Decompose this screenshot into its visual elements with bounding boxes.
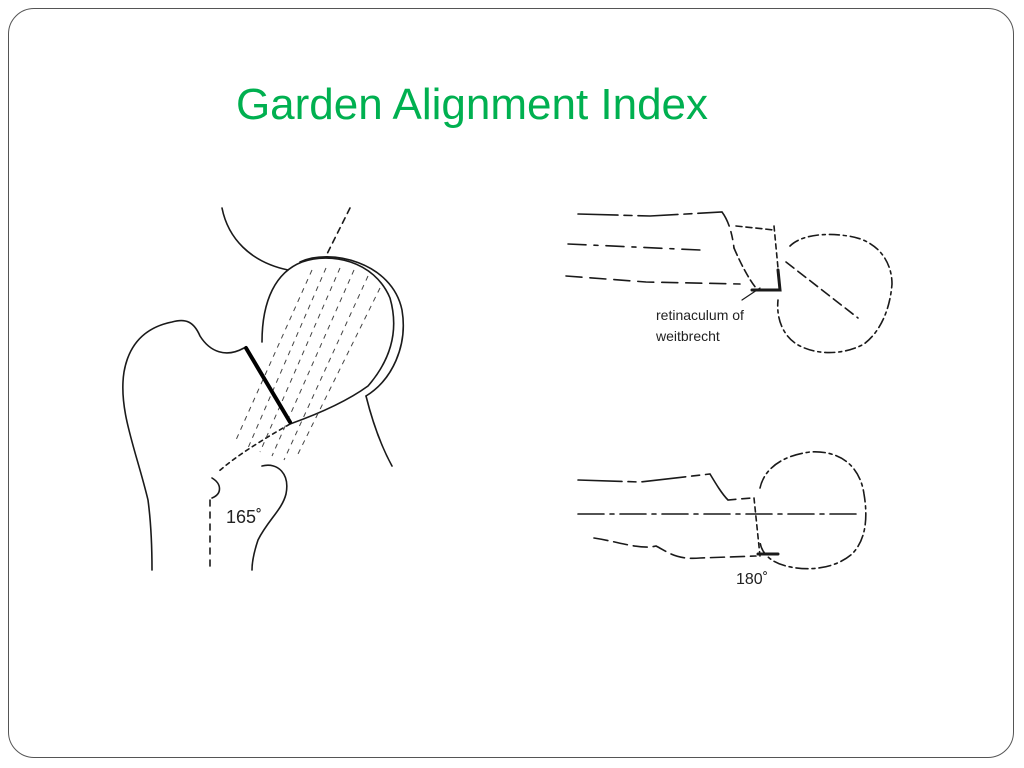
pelvis-outline (221, 207, 289, 271)
pelvis-dashed-line (325, 207, 351, 257)
upper-axis-dashed (567, 243, 701, 251)
greater-trochanter (122, 319, 245, 571)
femoral-neck-inferior (217, 423, 291, 473)
upper-neck-line-bottom (565, 275, 741, 285)
lower-angle-label: 180˚ (736, 571, 768, 588)
ischium-outline (365, 395, 393, 467)
medial-cortex-curve (211, 477, 221, 499)
trabecular-lines (235, 267, 381, 461)
upper-neck-line-top (577, 211, 735, 249)
lower-head-outline (759, 451, 867, 570)
femoral-head (261, 257, 395, 425)
retinaculum-label-line2: weitbrecht (655, 328, 720, 344)
slide-frame (8, 8, 1014, 758)
acetabular-rim (299, 256, 404, 397)
upper-fracture-top (735, 225, 775, 231)
fracture-line (244, 346, 292, 424)
upper-retinaculum-pointer (741, 287, 761, 301)
lower-neck-line-top (577, 473, 753, 501)
upper-fracture-right (773, 225, 779, 269)
lesser-trochanter (251, 464, 288, 571)
retinaculum-label-line1: retinaculum of (656, 307, 744, 323)
upper-retinaculum (750, 268, 782, 292)
slide-title: Garden Alignment Index (235, 80, 709, 129)
upper-head-outline (776, 233, 893, 354)
femur-angle-label: 165˚ (226, 507, 262, 527)
lower-neck-line-bottom (593, 537, 757, 560)
upper-fracture-left (733, 247, 757, 289)
upper-head-axis (785, 261, 859, 319)
lower-fracture-line (753, 497, 761, 557)
